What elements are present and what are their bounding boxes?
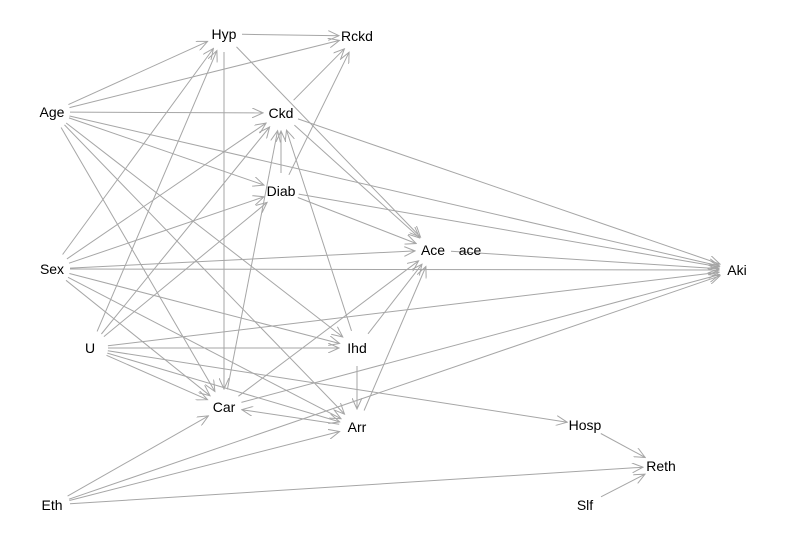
edge-hyp-to-rckd [241,34,339,35]
edge-arr-to-ace [363,267,426,411]
node-arr: Arr [348,419,367,435]
edge-eth-to-car [67,416,209,497]
edge-hosp-to-reth [600,433,645,458]
edge-age-to-rckd [69,40,340,109]
node-u: U [85,340,95,356]
node-ihd: Ihd [347,340,366,356]
node-slf: Slf [577,497,593,513]
node-age: Age [40,104,65,120]
edge-label-layer: ace [459,242,482,258]
edge-ihd-to-ace [367,264,422,335]
edge-sex-to-hyp [62,49,214,255]
edge-u-to-diab [103,202,267,337]
edge-ace-to-aki [450,250,719,269]
node-hosp: Hosp [569,417,602,433]
edge-u-to-hyp [96,51,217,332]
edge-ckd-to-aki [297,118,720,264]
edge-u-to-ckd [101,127,269,335]
edge-sex-to-car [65,279,210,395]
edge-slf-to-reth [600,474,645,498]
node-ckd: Ckd [269,105,294,121]
edge-sex-to-ihd [69,273,339,344]
edge-car-to-aki [241,275,719,403]
edge-age-to-diab [68,117,264,185]
node-eth: Eth [41,497,62,513]
edge-age-to-ihd [65,122,343,337]
edge-ihd-to-ckd [287,130,352,332]
node-hyp: Hyp [212,26,237,42]
node-ace: Ace [421,242,445,258]
edge-sex-to-aki [69,269,719,270]
node-rckd: Rckd [341,28,373,44]
edge-sex-to-diab [68,197,264,264]
node-sex: Sex [40,261,64,277]
edge-ckd-to-rckd [293,49,345,101]
edge-diab-to-rckd [288,52,349,176]
node-diab: Diab [267,183,296,199]
edge-u-to-aki [107,272,719,347]
node-reth: Reth [646,458,676,474]
edge-age-to-hyp [68,41,207,106]
edge-sex-to-ckd [66,123,266,260]
node-car: Car [213,399,236,415]
edge-label-ace-to-aki: ace [459,242,482,258]
edge-car-to-ckd [226,131,277,390]
edge-eth-to-arr [69,432,339,501]
edge-car-to-ace [238,261,418,397]
edge-u-to-arr [107,352,339,422]
node-aki: Aki [727,262,746,278]
edge-u-to-car [106,354,208,399]
edge-layer [60,34,720,505]
edge-eth-to-reth [69,467,643,505]
edge-ckd-to-ace [294,124,419,238]
edge-hyp-to-ace [236,46,421,237]
edge-diab-to-ace [297,197,416,244]
edge-arr-to-car [242,410,340,425]
edge-u-to-hosp [107,350,567,422]
edge-diab-to-aki [298,193,720,267]
edge-sex-to-ace [69,251,415,269]
edge-eth-to-aki [68,276,720,500]
